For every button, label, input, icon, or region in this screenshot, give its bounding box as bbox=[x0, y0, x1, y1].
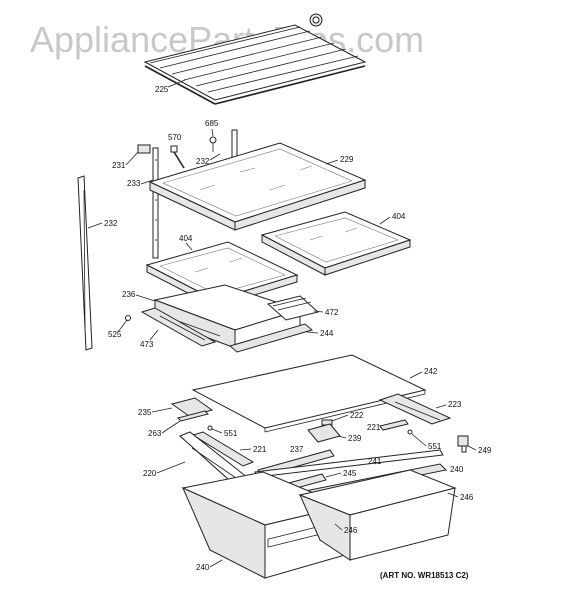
part-label-241: 241 bbox=[368, 457, 382, 466]
part-label-263: 263 bbox=[148, 429, 162, 438]
knob-part-icon bbox=[309, 13, 323, 27]
part-label-404-right: 404 bbox=[392, 212, 406, 221]
part-label-229: 229 bbox=[340, 155, 354, 164]
clip-part-231 bbox=[137, 144, 151, 154]
part-label-221-right: 221 bbox=[367, 423, 381, 432]
part-label-246-right: 246 bbox=[460, 493, 474, 502]
part-label-244: 244 bbox=[320, 329, 334, 338]
part-label-221-left: 221 bbox=[253, 445, 267, 454]
part-label-231: 231 bbox=[112, 161, 126, 170]
rail-part-221-right bbox=[379, 419, 409, 431]
part-label-551-right: 551 bbox=[428, 442, 442, 451]
crisper-drawer-right bbox=[298, 469, 457, 561]
screw-part-525 bbox=[125, 315, 131, 321]
glass-shelf-part-229 bbox=[148, 142, 367, 231]
part-label-472: 472 bbox=[325, 308, 339, 317]
bolt-part-570 bbox=[170, 145, 185, 169]
latch-part-249 bbox=[457, 435, 469, 453]
drawer-rail-part-244 bbox=[228, 323, 314, 353]
part-label-249: 249 bbox=[478, 446, 492, 455]
crisper-cover-part-242 bbox=[191, 354, 427, 433]
drawer-rail-part-473 bbox=[140, 307, 217, 347]
part-label-232-top: 232 bbox=[196, 157, 210, 166]
part-label-223: 223 bbox=[448, 400, 462, 409]
slide-part-472 bbox=[266, 295, 320, 321]
part-label-473: 473 bbox=[140, 340, 154, 349]
side-rail-part-232 bbox=[77, 175, 93, 351]
part-label-233: 233 bbox=[127, 179, 141, 188]
screw-part-685 bbox=[209, 136, 217, 152]
drawer-part-236 bbox=[153, 284, 302, 349]
part-label-685: 685 bbox=[205, 119, 219, 128]
part-label-232-side: 232 bbox=[104, 219, 118, 228]
part-label-245: 245 bbox=[343, 469, 357, 478]
bracket-part-239 bbox=[307, 423, 341, 443]
part-label-570: 570 bbox=[168, 133, 182, 142]
part-label-236: 236 bbox=[122, 290, 136, 299]
part-label-239: 239 bbox=[348, 434, 362, 443]
part-label-240-right: 240 bbox=[450, 465, 464, 474]
glass-shelf-part-404-right bbox=[260, 211, 412, 276]
part-label-225: 225 bbox=[155, 85, 169, 94]
part-label-235: 235 bbox=[138, 408, 152, 417]
part-label-237: 237 bbox=[290, 445, 304, 454]
part-label-551-left: 551 bbox=[224, 429, 238, 438]
part-label-220: 220 bbox=[143, 469, 157, 478]
wire-shelf-part-225 bbox=[143, 24, 367, 105]
part-label-242: 242 bbox=[424, 367, 438, 376]
part-label-525: 525 bbox=[108, 330, 122, 339]
art-number-caption: (ART NO. WR18513 C2) bbox=[380, 571, 469, 580]
part-label-222: 222 bbox=[350, 411, 364, 420]
part-label-404-left: 404 bbox=[179, 234, 193, 243]
part-label-240-bottom: 240 bbox=[196, 563, 210, 572]
screw-part-551-right bbox=[407, 429, 413, 435]
screw-part-551-left bbox=[207, 425, 213, 431]
strip-part-263 bbox=[177, 410, 209, 422]
part-label-246-center: 246 bbox=[344, 526, 358, 535]
rail-part-221-left bbox=[191, 431, 255, 467]
rail-part-223 bbox=[378, 393, 452, 425]
